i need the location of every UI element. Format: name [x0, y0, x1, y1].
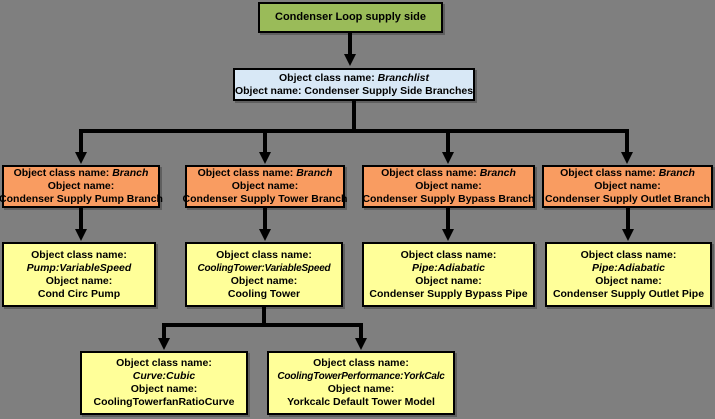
class-label: Object class name: — [31, 248, 127, 261]
node-branch-pump: Object class name: Branch Object name: C… — [0, 165, 163, 208]
object-name: Condenser Supply Pump Branch — [0, 193, 163, 205]
class-label: Object class name: — [381, 167, 477, 179]
node-coolingtower-variablespeed: Object class name: CoolingTower:Variable… — [185, 242, 343, 307]
class-label: Object class name: — [580, 248, 677, 261]
class-label: Object class name: — [13, 167, 110, 179]
object-name: Cooling Tower — [227, 287, 301, 300]
node-pipe-adiabatic-bypass: Object class name: Pipe:Adiabatic Object… — [362, 242, 535, 307]
object-name-label: Object name: — [327, 383, 395, 395]
object-name-label: Object name: — [230, 274, 298, 287]
object-name: Condenser Supply Bypass Pipe — [369, 287, 528, 300]
class-name: Curve:Cubic — [132, 370, 196, 382]
object-name-label: Object name: — [415, 274, 482, 287]
class-name: Branch — [479, 167, 516, 179]
class-name: Pipe:Adiabatic — [412, 261, 485, 274]
node-branch-bypass: Object class name: Branch Object name: C… — [362, 165, 535, 208]
object-name: Condenser Supply Outlet Pipe — [552, 287, 705, 300]
object-name: Condenser Supply Side Branches — [304, 84, 474, 97]
class-label: Object class name: — [216, 248, 312, 261]
object-name: Condenser Supply Bypass Branch — [362, 193, 535, 205]
object-name: CoolingTowerfanRatioCurve — [93, 396, 235, 408]
class-name: Branch — [112, 167, 149, 179]
object-name-label: Object name: — [415, 180, 482, 192]
node-branch-tower: Object class name: Branch Object name: C… — [182, 165, 348, 208]
node-curve-cubic: Object class name: Curve:Cubic Object na… — [80, 351, 248, 415]
class-name: Pump:VariableSpeed — [26, 261, 132, 274]
class-name: CoolingTower:VariableSpeed — [197, 262, 331, 274]
object-name: Yorkcalc Default Tower Model — [287, 396, 435, 408]
class-label: Object class name: — [197, 167, 294, 179]
class-label: Object class name: — [560, 167, 656, 179]
node-branchlist: Object class name: Branchlist Object nam… — [233, 68, 475, 101]
object-name: Condenser Supply Tower Branch — [182, 193, 348, 205]
class-name: CoolingTowerPerformance:YorkCalc — [277, 371, 445, 382]
node-branch-outlet: Object class name: Branch Object name: C… — [542, 165, 713, 208]
class-name: Branch — [658, 167, 695, 179]
object-name-label: Object name: — [595, 274, 662, 287]
node-title: Condenser Loop supply side — [275, 11, 426, 23]
class-label: Object class name: — [313, 357, 409, 369]
object-name-label: Object name: — [234, 84, 302, 97]
node-pipe-adiabatic-outlet: Object class name: Pipe:Adiabatic Object… — [545, 242, 712, 307]
class-label: Object class name: — [400, 248, 497, 261]
class-name: Pipe:Adiabatic — [592, 261, 665, 274]
object-name: Condenser Supply Outlet Branch — [544, 193, 711, 205]
node-condenser-loop-supply-side: Condenser Loop supply side — [258, 2, 443, 33]
object-name-label: Object name: — [594, 180, 661, 192]
class-label: Object class name: — [116, 357, 212, 369]
object-name-label: Object name: — [231, 180, 299, 192]
object-name: Cond Circ Pump — [37, 287, 121, 300]
object-name-label: Object name: — [130, 383, 198, 395]
class-label: Object class name: — [279, 71, 375, 84]
class-name: Branchlist — [377, 71, 429, 84]
node-pump-variablespeed: Object class name: Pump:VariableSpeed Ob… — [2, 242, 156, 307]
object-name-label: Object name: — [47, 180, 115, 192]
class-name: Branch — [296, 167, 333, 179]
object-name-label: Object name: — [45, 274, 113, 287]
node-coolingtowerperformance-yorkcalc: Object class name: CoolingTowerPerforman… — [267, 351, 455, 415]
